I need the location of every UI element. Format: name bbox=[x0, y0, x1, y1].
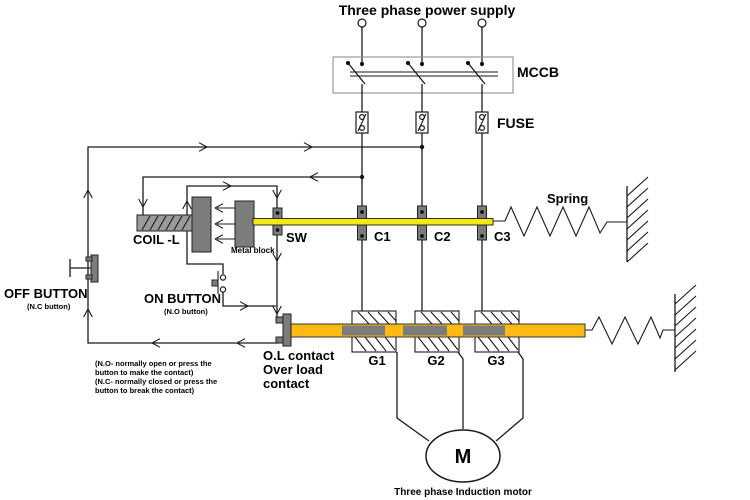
coil-feed-wire bbox=[138, 172, 362, 215]
motor-body bbox=[425, 429, 501, 483]
lower-spring bbox=[585, 284, 697, 372]
fuse-symbol bbox=[415, 111, 429, 134]
coil-hatching bbox=[141, 215, 191, 231]
note-line-2: button to make the contact) bbox=[95, 368, 194, 377]
mccb-out-leads bbox=[361, 84, 483, 112]
fuse-symbol bbox=[355, 111, 369, 134]
g3-label: G3 bbox=[487, 353, 504, 368]
ol-label-3: contact bbox=[263, 376, 310, 391]
note-line-1: (N.O- normally open or press the bbox=[95, 359, 212, 368]
fuse-symbol bbox=[475, 111, 489, 134]
motor-leads bbox=[396, 351, 524, 442]
on-button-plunger bbox=[211, 279, 219, 287]
on-button-label: ON BUTTON bbox=[144, 291, 221, 306]
on-button-sublabel: (N.O button) bbox=[164, 307, 208, 316]
induction-motor: M Three phase Induction motor bbox=[394, 351, 532, 498]
g2-label: G2 bbox=[427, 353, 444, 368]
bar-segment-3 bbox=[463, 325, 505, 336]
on-contact-top bbox=[219, 274, 227, 281]
upper-contact-assembly: SW C1 C2 C3 bbox=[252, 205, 511, 245]
sw-label: SW bbox=[286, 230, 308, 245]
holding-contact-wire bbox=[182, 181, 282, 317]
legend-notes: (N.O- normally open or press the button … bbox=[95, 359, 217, 395]
overload-heaters: G1 G2 G3 bbox=[351, 310, 520, 368]
coil-body bbox=[136, 214, 193, 232]
upper-spring: Spring bbox=[493, 176, 649, 263]
motor-letter: M bbox=[455, 446, 472, 468]
control-wire bbox=[87, 146, 422, 344]
ol-prong-top bbox=[275, 316, 284, 324]
on-wire-top bbox=[186, 231, 224, 274]
mccb-label: MCCB bbox=[517, 64, 559, 80]
bar-segment-2 bbox=[403, 325, 447, 336]
mccb-switch-blades bbox=[347, 62, 486, 85]
armature-block bbox=[191, 196, 212, 253]
spring-coil bbox=[585, 315, 675, 346]
mccb-box bbox=[332, 56, 514, 94]
coil-wire bbox=[142, 176, 362, 215]
off-contact-prong-bottom bbox=[85, 274, 93, 280]
metal-block bbox=[234, 200, 255, 248]
ol-label-2: Over load bbox=[263, 362, 323, 377]
fuse-label: FUSE bbox=[497, 115, 534, 131]
wall-hatching bbox=[674, 284, 697, 371]
off-button-plunger bbox=[69, 259, 91, 277]
off-button: OFF BUTTON (N.C button) bbox=[4, 254, 99, 311]
phase-drop-lower bbox=[361, 240, 483, 311]
supply-leads bbox=[361, 27, 483, 63]
ol-contact-bar bbox=[282, 313, 292, 347]
ol-prong-bottom bbox=[275, 336, 284, 344]
mccb-linkage-bar bbox=[350, 71, 498, 77]
supply-terminal-l2 bbox=[417, 18, 427, 28]
motor-caption: Three phase Induction motor bbox=[394, 487, 532, 498]
bar-segment-1 bbox=[342, 325, 385, 336]
spring-label: Spring bbox=[547, 191, 588, 206]
contactor-coil: COIL -L Metal block bbox=[133, 196, 275, 255]
mccb: MCCB bbox=[332, 56, 559, 112]
off-button-sublabel: (N.C button) bbox=[27, 302, 71, 311]
on-wire-bottom bbox=[222, 292, 276, 307]
c3-label: C3 bbox=[494, 229, 511, 244]
coil-label: COIL -L bbox=[133, 232, 180, 247]
note-line-3: (N.C- normally closed or press the bbox=[95, 377, 217, 386]
supply-title: Three phase power supply bbox=[339, 2, 516, 18]
on-contact-bottom bbox=[219, 286, 227, 293]
off-button-label: OFF BUTTON bbox=[4, 286, 88, 301]
overload-bar-assembly: O.L contact Over load contact bbox=[263, 313, 586, 391]
c2-label: C2 bbox=[434, 229, 451, 244]
g1-label: G1 bbox=[368, 353, 385, 368]
phase-drop-upper bbox=[361, 133, 483, 206]
upper-insulator-bar bbox=[252, 218, 494, 226]
spring-coil bbox=[493, 205, 627, 238]
on-button-branch: ON BUTTON (N.O button) bbox=[144, 231, 276, 316]
control-loop-wire bbox=[83, 142, 422, 348]
supply-terminal-l1 bbox=[357, 18, 367, 28]
phase-conductors bbox=[359, 133, 483, 311]
wall-hatching bbox=[626, 176, 649, 263]
note-line-4: button to break the contact) bbox=[95, 386, 195, 395]
off-contact-prong-top bbox=[85, 256, 93, 262]
metal-block-label: Metal block bbox=[231, 246, 275, 255]
c1-label: C1 bbox=[374, 229, 391, 244]
power-supply: Three phase power supply bbox=[339, 2, 516, 63]
supply-terminal-l3 bbox=[477, 18, 487, 28]
fuses: FUSE bbox=[355, 111, 534, 134]
ol-label-1: O.L contact bbox=[263, 348, 335, 363]
pull-force-arrows bbox=[217, 207, 235, 240]
